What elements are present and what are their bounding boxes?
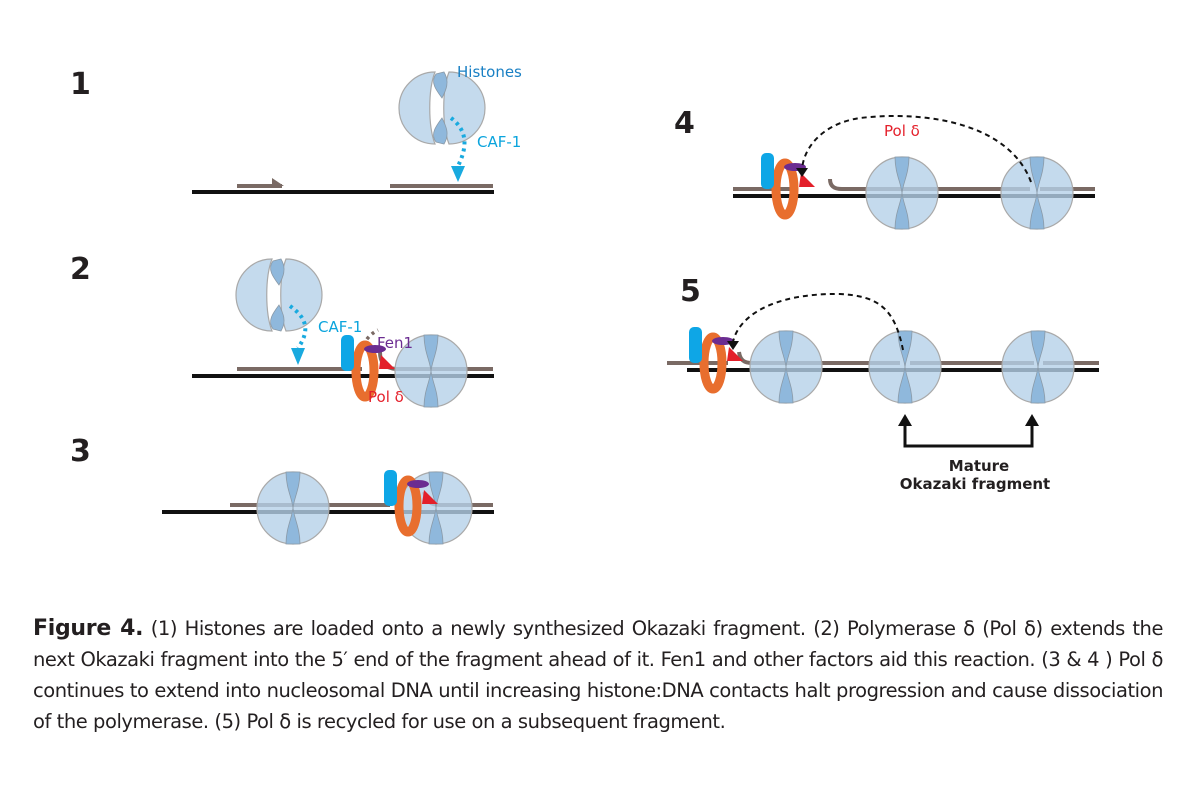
pol-delta-recycle-arc [732,292,904,351]
panel-number-3: 3 [70,434,91,469]
figure-caption: Figure 4. (1) Histones are loaded onto a… [33,613,1163,737]
panel-number-4: 4 [674,106,695,141]
nucleosome [256,471,330,545]
caf1-path [449,116,467,167]
label-fen1: Fen1 [377,334,413,352]
pol-delta-complex [761,153,815,215]
label-pol-delta: Pol δ [368,388,404,406]
histone-octamer [235,258,323,332]
okazaki-fragment [828,178,1030,191]
panel-5: 5 Mature Okazaki fragment [667,274,1099,493]
bracket-arrowhead-right [1025,414,1039,426]
panel-3: 3 [70,434,494,545]
mature-fragment-bracket [903,422,1034,448]
caf1-path [288,304,308,350]
histone-octamer [398,71,486,145]
label-okazaki-fragment: Okazaki fragment [900,475,1050,493]
arc-arrowhead [796,168,808,177]
nucleosome [865,156,939,230]
label-caf1: CAF-1 [477,133,521,151]
arc-arrowhead [727,341,739,350]
nucleosome [868,330,942,404]
label-caf1: CAF-1 [318,318,362,336]
nucleosome [749,330,823,404]
panel-number-1: 1 [70,67,91,102]
label-histones: Histones [457,63,522,81]
primer-end [272,178,284,186]
okazaki-maturation-diagram: 1 Histones CAF-1 2 CAF-1 Fen1 Pol δ 3 [70,63,1099,545]
pol-delta-recycle-arc [801,115,1032,183]
panel-2: 2 CAF-1 Fen1 Pol δ [70,252,494,408]
panel-4: 4 Pol δ [674,106,1095,230]
panel-number-5: 5 [680,274,701,309]
panel-number-2: 2 [70,252,91,287]
panel-1: 1 Histones CAF-1 [70,63,522,194]
caf1-arrowhead [291,348,305,365]
label-pol-delta: Pol δ [884,122,920,140]
bracket-arrowhead-left [898,414,912,426]
label-mature: Mature [949,457,1009,475]
caption-text: (1) Histones are loaded onto a newly syn… [33,617,1164,733]
pol-delta-complex [689,327,743,389]
nucleosome [1000,156,1074,230]
caption-title: Figure 4. [33,616,144,641]
caf1-arrowhead [451,166,465,182]
nucleosome [1001,330,1075,404]
